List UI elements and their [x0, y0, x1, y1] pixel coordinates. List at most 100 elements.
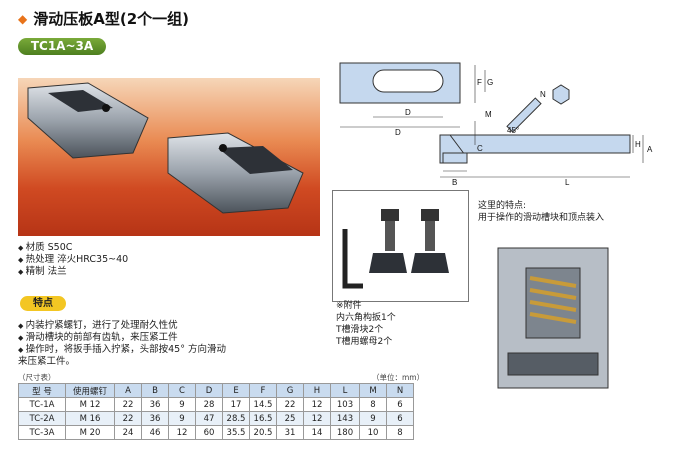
dim-e: D	[395, 128, 401, 137]
col-header: E	[222, 383, 250, 398]
cell: 28	[195, 397, 223, 412]
col-header: C	[168, 383, 196, 398]
hex-key-icon	[342, 229, 363, 289]
col-header: A	[114, 383, 142, 398]
bolt-head-icon	[381, 209, 399, 221]
cell: 8	[359, 397, 387, 412]
cell: 6	[386, 411, 414, 426]
cell: 12	[303, 411, 331, 426]
cell: 16.5	[249, 411, 277, 426]
col-header: H	[303, 383, 331, 398]
feature-title: 这里的特点:	[478, 201, 527, 211]
col-header: 使用螺钉	[65, 383, 115, 398]
accessory-item: T槽滑块2个	[336, 325, 384, 335]
dim-d: D	[405, 108, 411, 117]
cell: 36	[141, 411, 169, 426]
cell: 24	[114, 425, 142, 440]
cell: 20.5	[249, 425, 277, 440]
cell: M 12	[65, 397, 115, 412]
accessory-list: ※附件 内六角构扳1个 T槽滑块2个 T槽用螺母2个	[336, 300, 396, 348]
cell: 35.5	[222, 425, 250, 440]
dim-h: H	[635, 140, 641, 149]
cell: 25	[276, 411, 304, 426]
col-header: L	[330, 383, 360, 398]
table-unit: （单位：mm）	[372, 373, 425, 382]
cell: 9	[359, 411, 387, 426]
cell: 14.5	[249, 397, 277, 412]
cell: 6	[386, 397, 414, 412]
cell: 47	[195, 411, 223, 426]
col-header: G	[276, 383, 304, 398]
cell: 12	[168, 425, 196, 440]
feature-item: 操作时，将扳手插入拧紧，头部按45° 方向滑动	[18, 344, 318, 356]
cell: 22	[114, 397, 142, 412]
dim-l: L	[565, 178, 570, 187]
top-view-slot	[372, 69, 444, 93]
cell: 46	[141, 425, 169, 440]
spec-finish: 精制 法兰	[18, 266, 128, 278]
col-header: F	[249, 383, 277, 398]
t-nut-icon	[411, 253, 449, 273]
screw-drawing	[506, 97, 542, 133]
accessory-illustration	[342, 209, 449, 289]
dim-n: N	[540, 90, 546, 99]
dim-c: C	[477, 144, 483, 153]
bolt-head-icon	[421, 209, 439, 221]
cell: 9	[168, 397, 196, 412]
feature-item: 内装拧紧螺钉，进行了处理耐久性优	[18, 320, 318, 332]
cell: 10	[359, 425, 387, 440]
cell: 17	[222, 397, 250, 412]
cell: TC-3A	[18, 425, 66, 440]
features-badge: 特点	[20, 296, 66, 311]
feature-item: 滑动槽块的前部有齿轨，来压紧工件	[18, 332, 318, 344]
cell: 103	[330, 397, 360, 412]
col-header: B	[141, 383, 169, 398]
spring-icon	[529, 276, 577, 324]
spec-list: 材质 S50C 热处理 淬火HRC35~40 精制 法兰	[18, 242, 129, 278]
side-view-tslot	[442, 152, 468, 164]
col-header: N	[386, 383, 414, 398]
col-header: D	[195, 383, 223, 398]
col-header: M	[359, 383, 387, 398]
cell: 12	[303, 397, 331, 412]
bolt-shank-icon	[385, 221, 395, 251]
model-badge: TC1A~3A	[18, 38, 106, 55]
clamp-photo-illustration	[27, 82, 304, 214]
spec-material: 材质 S50C	[18, 242, 128, 254]
cell: M 16	[65, 411, 115, 426]
table-caption: （尺寸表）	[18, 373, 56, 382]
feature-list: 内装拧紧螺钉，进行了处理耐久性优 滑动槽块的前部有齿轨，来压紧工件 操作时，将扳…	[18, 320, 318, 368]
hex-head	[552, 84, 570, 105]
cell: 22	[276, 397, 304, 412]
cell: 14	[303, 425, 331, 440]
cell: 60	[195, 425, 223, 440]
accessory-photo	[332, 190, 469, 302]
dim-g: G	[487, 78, 493, 87]
spec-heat: 热处理 淬火HRC35~40	[18, 254, 129, 266]
product-photo	[18, 78, 320, 236]
cell: 9	[168, 411, 196, 426]
feature-item-continued: 来压紧工件。	[18, 356, 76, 367]
cell: 31	[276, 425, 304, 440]
title-text: 滑动压板A型(2个一组)	[33, 10, 189, 28]
technical-drawing: D D F G N M 45° H A C B L	[339, 62, 653, 187]
feature-desc: 用于操作的滑动槽块和顶点装入	[478, 213, 605, 223]
feature-detail: 这里的特点: 用于操作的滑动槽块和顶点装入	[478, 200, 670, 400]
cell: 36	[141, 397, 169, 412]
cross-section-illustration	[497, 247, 609, 389]
dim-a: A	[647, 145, 653, 154]
cell: 8	[386, 425, 414, 440]
page-title: ◆ 滑动压板A型(2个一组)	[18, 8, 189, 29]
bolt-shank-icon	[425, 221, 435, 251]
cell: 28.5	[222, 411, 250, 426]
col-header: 型 号	[18, 383, 66, 398]
dim-m: M	[485, 110, 492, 119]
diamond-icon: ◆	[18, 11, 28, 26]
cell: TC-2A	[18, 411, 66, 426]
cell: 143	[330, 411, 360, 426]
accessory-title: ※附件	[336, 301, 362, 311]
